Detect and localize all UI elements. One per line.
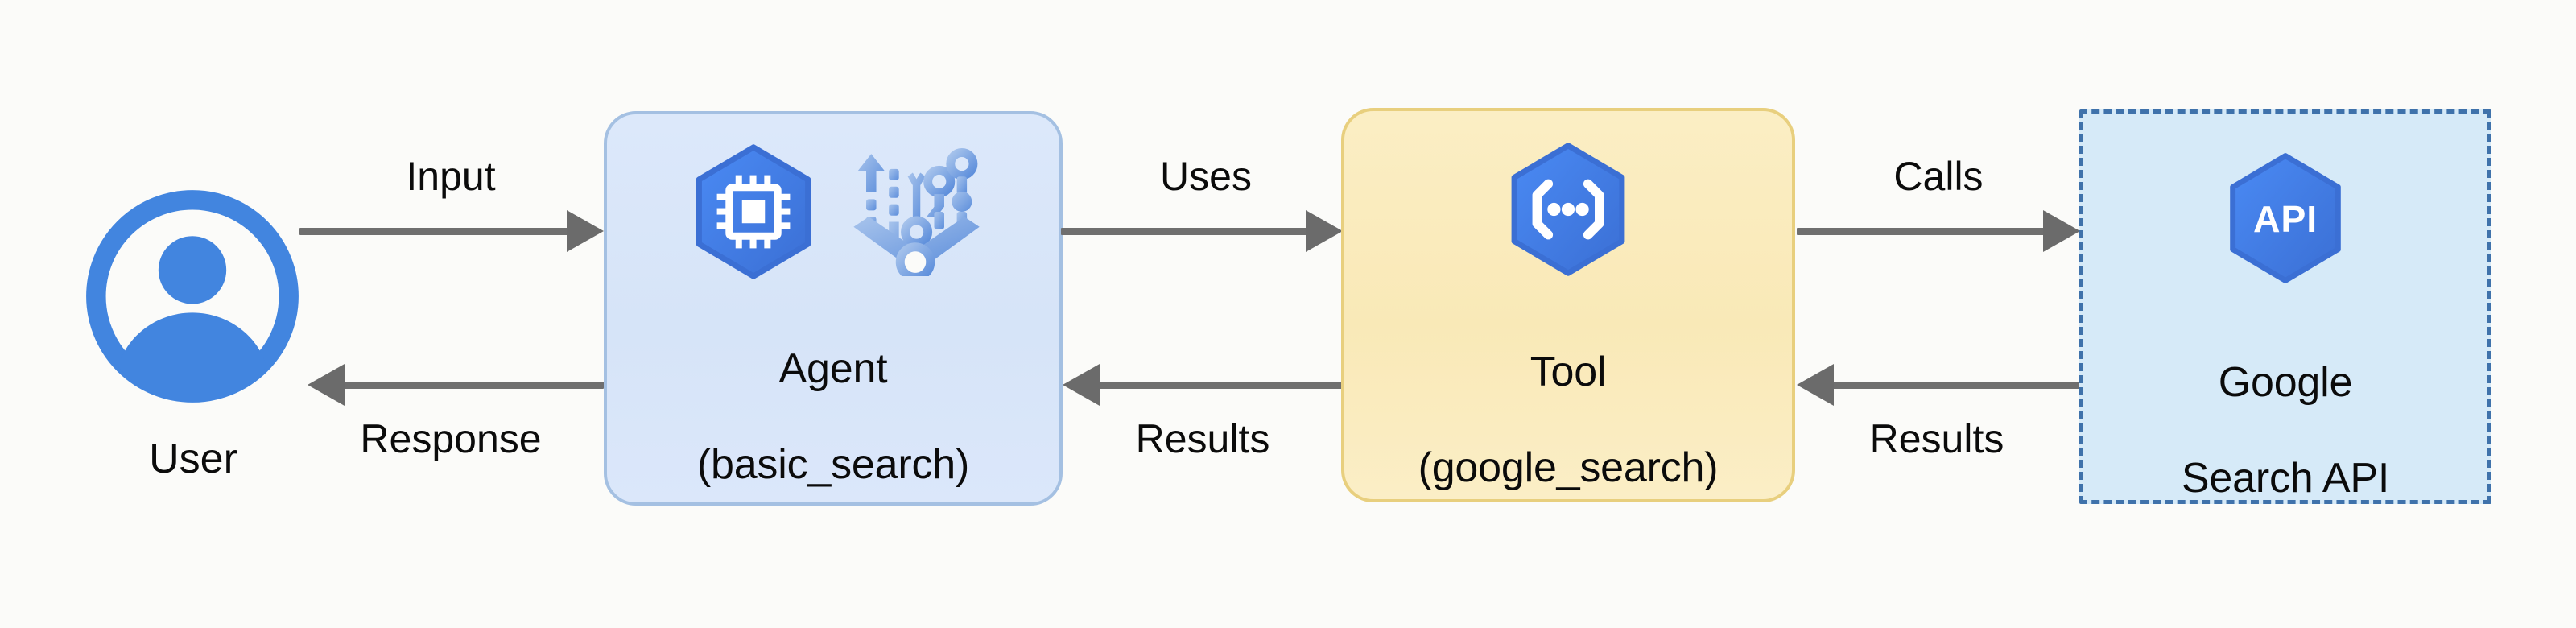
node-agent[interactable]: Agent (basic_search) [604,111,1063,506]
node-tool-label-line1: Tool [1530,349,1607,396]
arrowhead-right-icon [567,210,604,252]
tool-icon-row [1497,138,1639,280]
arrowhead-left-icon [1797,364,1834,406]
api-icon-row: API [2216,149,2355,287]
edge-line [1096,382,1343,389]
arrowhead-left-icon [1063,364,1100,406]
arrowhead-left-icon [308,364,345,406]
node-api-label-line2: Search API [2181,454,2390,502]
arrowhead-right-icon [1306,210,1343,252]
node-api-label: Google Search API [2182,312,2389,550]
agent-workflow-icon [853,148,980,276]
node-agent-label: Agent (basic_search) [697,298,969,536]
agent-icon-row [682,140,985,283]
node-google-search-api[interactable]: API Google Search API [2079,109,2491,504]
user-avatar[interactable] [83,187,302,406]
edge-line [1061,228,1309,235]
edge-label-results-tool: Results [1135,416,1270,461]
node-tool[interactable]: Tool (google_search) [1341,108,1795,502]
api-hexagon-icon-text: API [2253,198,2318,240]
node-tool-label-line2: (google_search) [1418,444,1719,491]
edge-label-response: Response [360,416,542,461]
edge-label-input: Input [406,154,496,199]
edge-line [1831,382,2080,389]
edge-label-results-api: Results [1869,416,2004,461]
user-label: User [149,436,237,482]
node-agent-label-line1: Agent [778,345,888,393]
edge-label-calls: Calls [1893,154,1984,199]
node-api-label-line1: Google [2218,359,2353,407]
edge-line [1797,228,2046,235]
user-avatar-icon [86,190,299,403]
node-agent-label-line2: (basic_search) [696,440,970,488]
cpu-chip-hexagon-icon [696,144,811,279]
edge-line [299,228,570,235]
arrowhead-right-icon [2043,210,2080,252]
edge-line [341,382,604,389]
api-hexagon-icon: API [2230,153,2341,283]
node-tool-label: Tool (google_search) [1418,301,1719,539]
edge-label-uses: Uses [1160,154,1252,199]
braces-dots-hexagon-icon [1511,143,1625,276]
